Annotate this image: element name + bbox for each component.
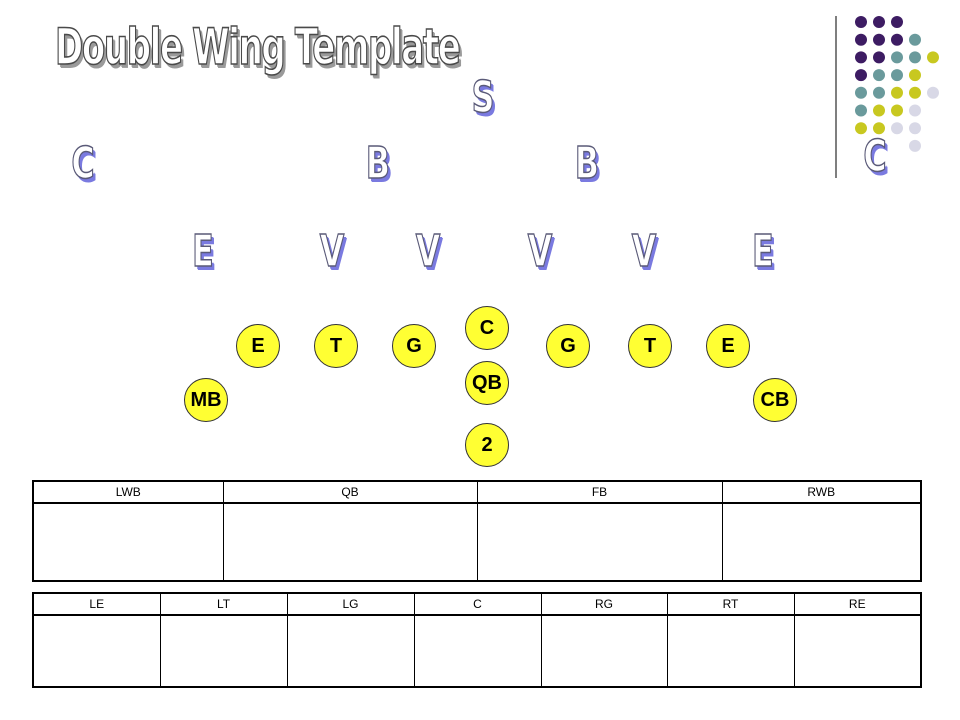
cell-le[interactable] bbox=[32, 614, 161, 688]
decorative-dot bbox=[891, 122, 903, 135]
player-right-guard: G bbox=[546, 324, 590, 368]
decorative-dot bbox=[891, 86, 903, 99]
decorative-dot bbox=[909, 104, 921, 117]
decorative-dot bbox=[855, 33, 867, 46]
player-right-tackle: T bbox=[628, 324, 672, 368]
header-lg: LG bbox=[286, 592, 415, 616]
defense-backer-left: B bbox=[365, 138, 391, 189]
decorative-dot bbox=[855, 86, 867, 99]
header-le: LE bbox=[32, 592, 161, 616]
header-re: RE bbox=[793, 592, 922, 616]
header-c: C bbox=[413, 592, 542, 616]
player-deep-back: 2 bbox=[465, 423, 509, 467]
player-center: C bbox=[465, 306, 509, 350]
decorative-dot bbox=[891, 51, 903, 64]
player-left-back: MB bbox=[184, 378, 228, 422]
cell-rt[interactable] bbox=[666, 614, 795, 688]
defense-end-right: E bbox=[752, 226, 775, 277]
decorative-dot bbox=[891, 104, 903, 117]
line-assignment-table: LE LT LG C RG RT RE bbox=[32, 592, 922, 688]
decorative-dot bbox=[891, 33, 903, 46]
player-left-tackle: T bbox=[314, 324, 358, 368]
decorative-dot bbox=[855, 51, 867, 64]
decorative-dot bbox=[927, 51, 939, 64]
defense-lineman-3: V bbox=[527, 226, 553, 277]
header-rt: RT bbox=[666, 592, 795, 616]
cell-lwb[interactable] bbox=[32, 502, 224, 582]
defense-lineman-1: V bbox=[319, 226, 345, 277]
decorative-dot bbox=[855, 104, 867, 117]
cell-rg[interactable] bbox=[540, 614, 668, 688]
player-left-end: E bbox=[236, 324, 280, 368]
cell-lg[interactable] bbox=[286, 614, 415, 688]
cell-fb[interactable] bbox=[476, 502, 723, 582]
backfield-assignment-table: LWB QB FB RWB bbox=[32, 480, 922, 582]
player-right-end: E bbox=[706, 324, 750, 368]
cell-lt[interactable] bbox=[159, 614, 288, 688]
decorative-dot bbox=[909, 33, 921, 46]
decorative-dot bbox=[909, 51, 921, 64]
table-row bbox=[32, 502, 922, 582]
decorative-dot bbox=[873, 33, 885, 46]
defense-corner-left: C bbox=[71, 138, 95, 189]
player-left-guard: G bbox=[392, 324, 436, 368]
decorative-dot bbox=[855, 16, 867, 28]
decorative-dot bbox=[873, 86, 885, 99]
header-lt: LT bbox=[159, 592, 288, 616]
decorative-dot bbox=[855, 122, 867, 135]
decorative-dot bbox=[873, 16, 885, 28]
table-header-row: LE LT LG C RG RT RE bbox=[32, 592, 922, 616]
player-quarterback: QB bbox=[465, 361, 509, 405]
defense-corner-right: C bbox=[863, 131, 887, 182]
decorative-dot bbox=[891, 69, 903, 82]
header-fb: FB bbox=[476, 480, 723, 504]
decorative-dot bbox=[873, 104, 885, 117]
defense-lineman-2: V bbox=[415, 226, 441, 277]
defense-backer-right: B bbox=[574, 138, 600, 189]
decorative-dot-grid bbox=[835, 16, 939, 178]
decorative-dot bbox=[891, 16, 903, 28]
decorative-dot bbox=[909, 122, 921, 135]
header-lwb: LWB bbox=[32, 480, 224, 504]
table-header-row: LWB QB FB RWB bbox=[32, 480, 922, 504]
cell-c[interactable] bbox=[413, 614, 542, 688]
header-rg: RG bbox=[540, 592, 668, 616]
cell-qb[interactable] bbox=[222, 502, 478, 582]
decorative-dot bbox=[909, 139, 921, 152]
decorative-dot bbox=[909, 86, 921, 99]
decorative-dot bbox=[855, 69, 867, 82]
decorative-dot bbox=[873, 51, 885, 64]
cell-rwb[interactable] bbox=[721, 502, 922, 582]
cell-re[interactable] bbox=[793, 614, 922, 688]
decorative-dot bbox=[927, 86, 939, 99]
page-title: Double Wing Template bbox=[54, 17, 461, 77]
header-rwb: RWB bbox=[721, 480, 922, 504]
header-qb: QB bbox=[222, 480, 478, 504]
decorative-dot bbox=[909, 69, 921, 82]
decorative-dot bbox=[873, 122, 885, 135]
decorative-dot bbox=[873, 69, 885, 82]
defense-safety: S bbox=[471, 72, 495, 123]
defense-end-left: E bbox=[192, 226, 215, 277]
table-row bbox=[32, 614, 922, 688]
defense-lineman-4: V bbox=[631, 226, 657, 277]
player-right-back: CB bbox=[753, 378, 797, 422]
